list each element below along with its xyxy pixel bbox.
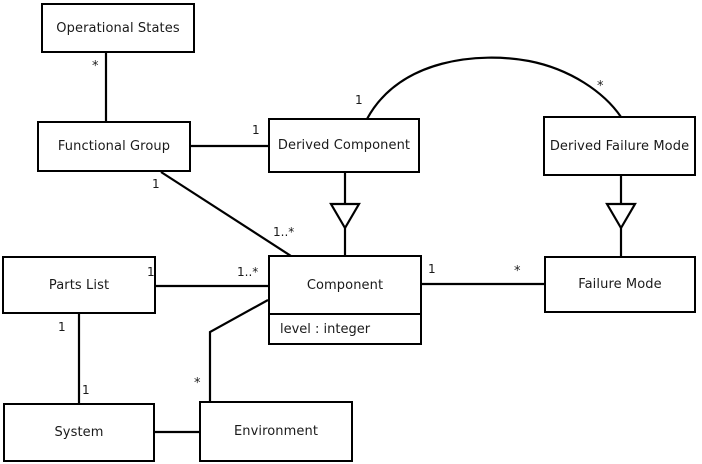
class-box-environment[interactable]: Environment bbox=[199, 401, 353, 462]
edge-derived-component-derived-failure-mode-arc bbox=[366, 56, 622, 120]
multiplicity-functional-group-derived-component: 1 bbox=[252, 123, 260, 137]
multiplicity-component-environment: * bbox=[194, 376, 201, 391]
class-box-failure-mode[interactable]: Failure Mode bbox=[544, 256, 696, 313]
class-name-functional-group: Functional Group bbox=[57, 139, 171, 154]
class-name-operational-states: Operational States bbox=[56, 20, 180, 36]
class-name-derived-failure-mode: Derived Failure Mode bbox=[549, 138, 690, 154]
multiplicity-arc-derived-component: 1 bbox=[355, 93, 363, 107]
edge-component-environment bbox=[208, 299, 269, 402]
class-name-component: Component bbox=[306, 277, 384, 293]
class-box-system[interactable]: System bbox=[3, 403, 155, 462]
multiplicity-parts-list-component-near: 1 bbox=[147, 265, 155, 279]
multiplicity-parts-list-system-top: 1 bbox=[58, 320, 66, 334]
multiplicity-parts-list-system-bottom: 1 bbox=[82, 383, 90, 397]
multiplicity-parts-list-component-far: 1..* bbox=[237, 265, 259, 279]
edge-functional-group-component bbox=[160, 171, 292, 257]
multiplicity-operational-states-functional-group: * bbox=[92, 59, 99, 74]
class-name-failure-mode: Failure Mode bbox=[578, 277, 662, 292]
class-box-derived-failure-mode[interactable]: Derived Failure Mode bbox=[543, 116, 696, 176]
class-box-operational-states[interactable]: Operational States bbox=[41, 3, 195, 53]
class-name-system: System bbox=[54, 425, 104, 440]
generalization-triangle-component bbox=[329, 202, 361, 231]
class-name-environment: Environment bbox=[233, 424, 319, 439]
multiplicity-functional-group-component-far: 1..* bbox=[273, 225, 295, 239]
multiplicity-functional-group-component-near: 1 bbox=[152, 177, 160, 191]
class-name-parts-list: Parts List bbox=[48, 277, 110, 293]
generalization-triangle-failure-mode bbox=[605, 202, 637, 231]
multiplicity-component-failure-mode-left: 1 bbox=[428, 262, 436, 276]
class-name-derived-component: Derived Component bbox=[277, 138, 411, 153]
class-box-parts-list[interactable]: Parts List bbox=[2, 256, 156, 314]
class-box-derived-component[interactable]: Derived Component bbox=[268, 118, 420, 173]
multiplicity-component-failure-mode-right: * bbox=[514, 264, 521, 279]
class-attribute-component-level: level : integer bbox=[270, 313, 420, 343]
multiplicity-arc-derived-failure-mode: * bbox=[597, 79, 604, 94]
class-box-component[interactable]: Component level : integer bbox=[268, 255, 422, 345]
class-box-functional-group[interactable]: Functional Group bbox=[37, 121, 191, 172]
